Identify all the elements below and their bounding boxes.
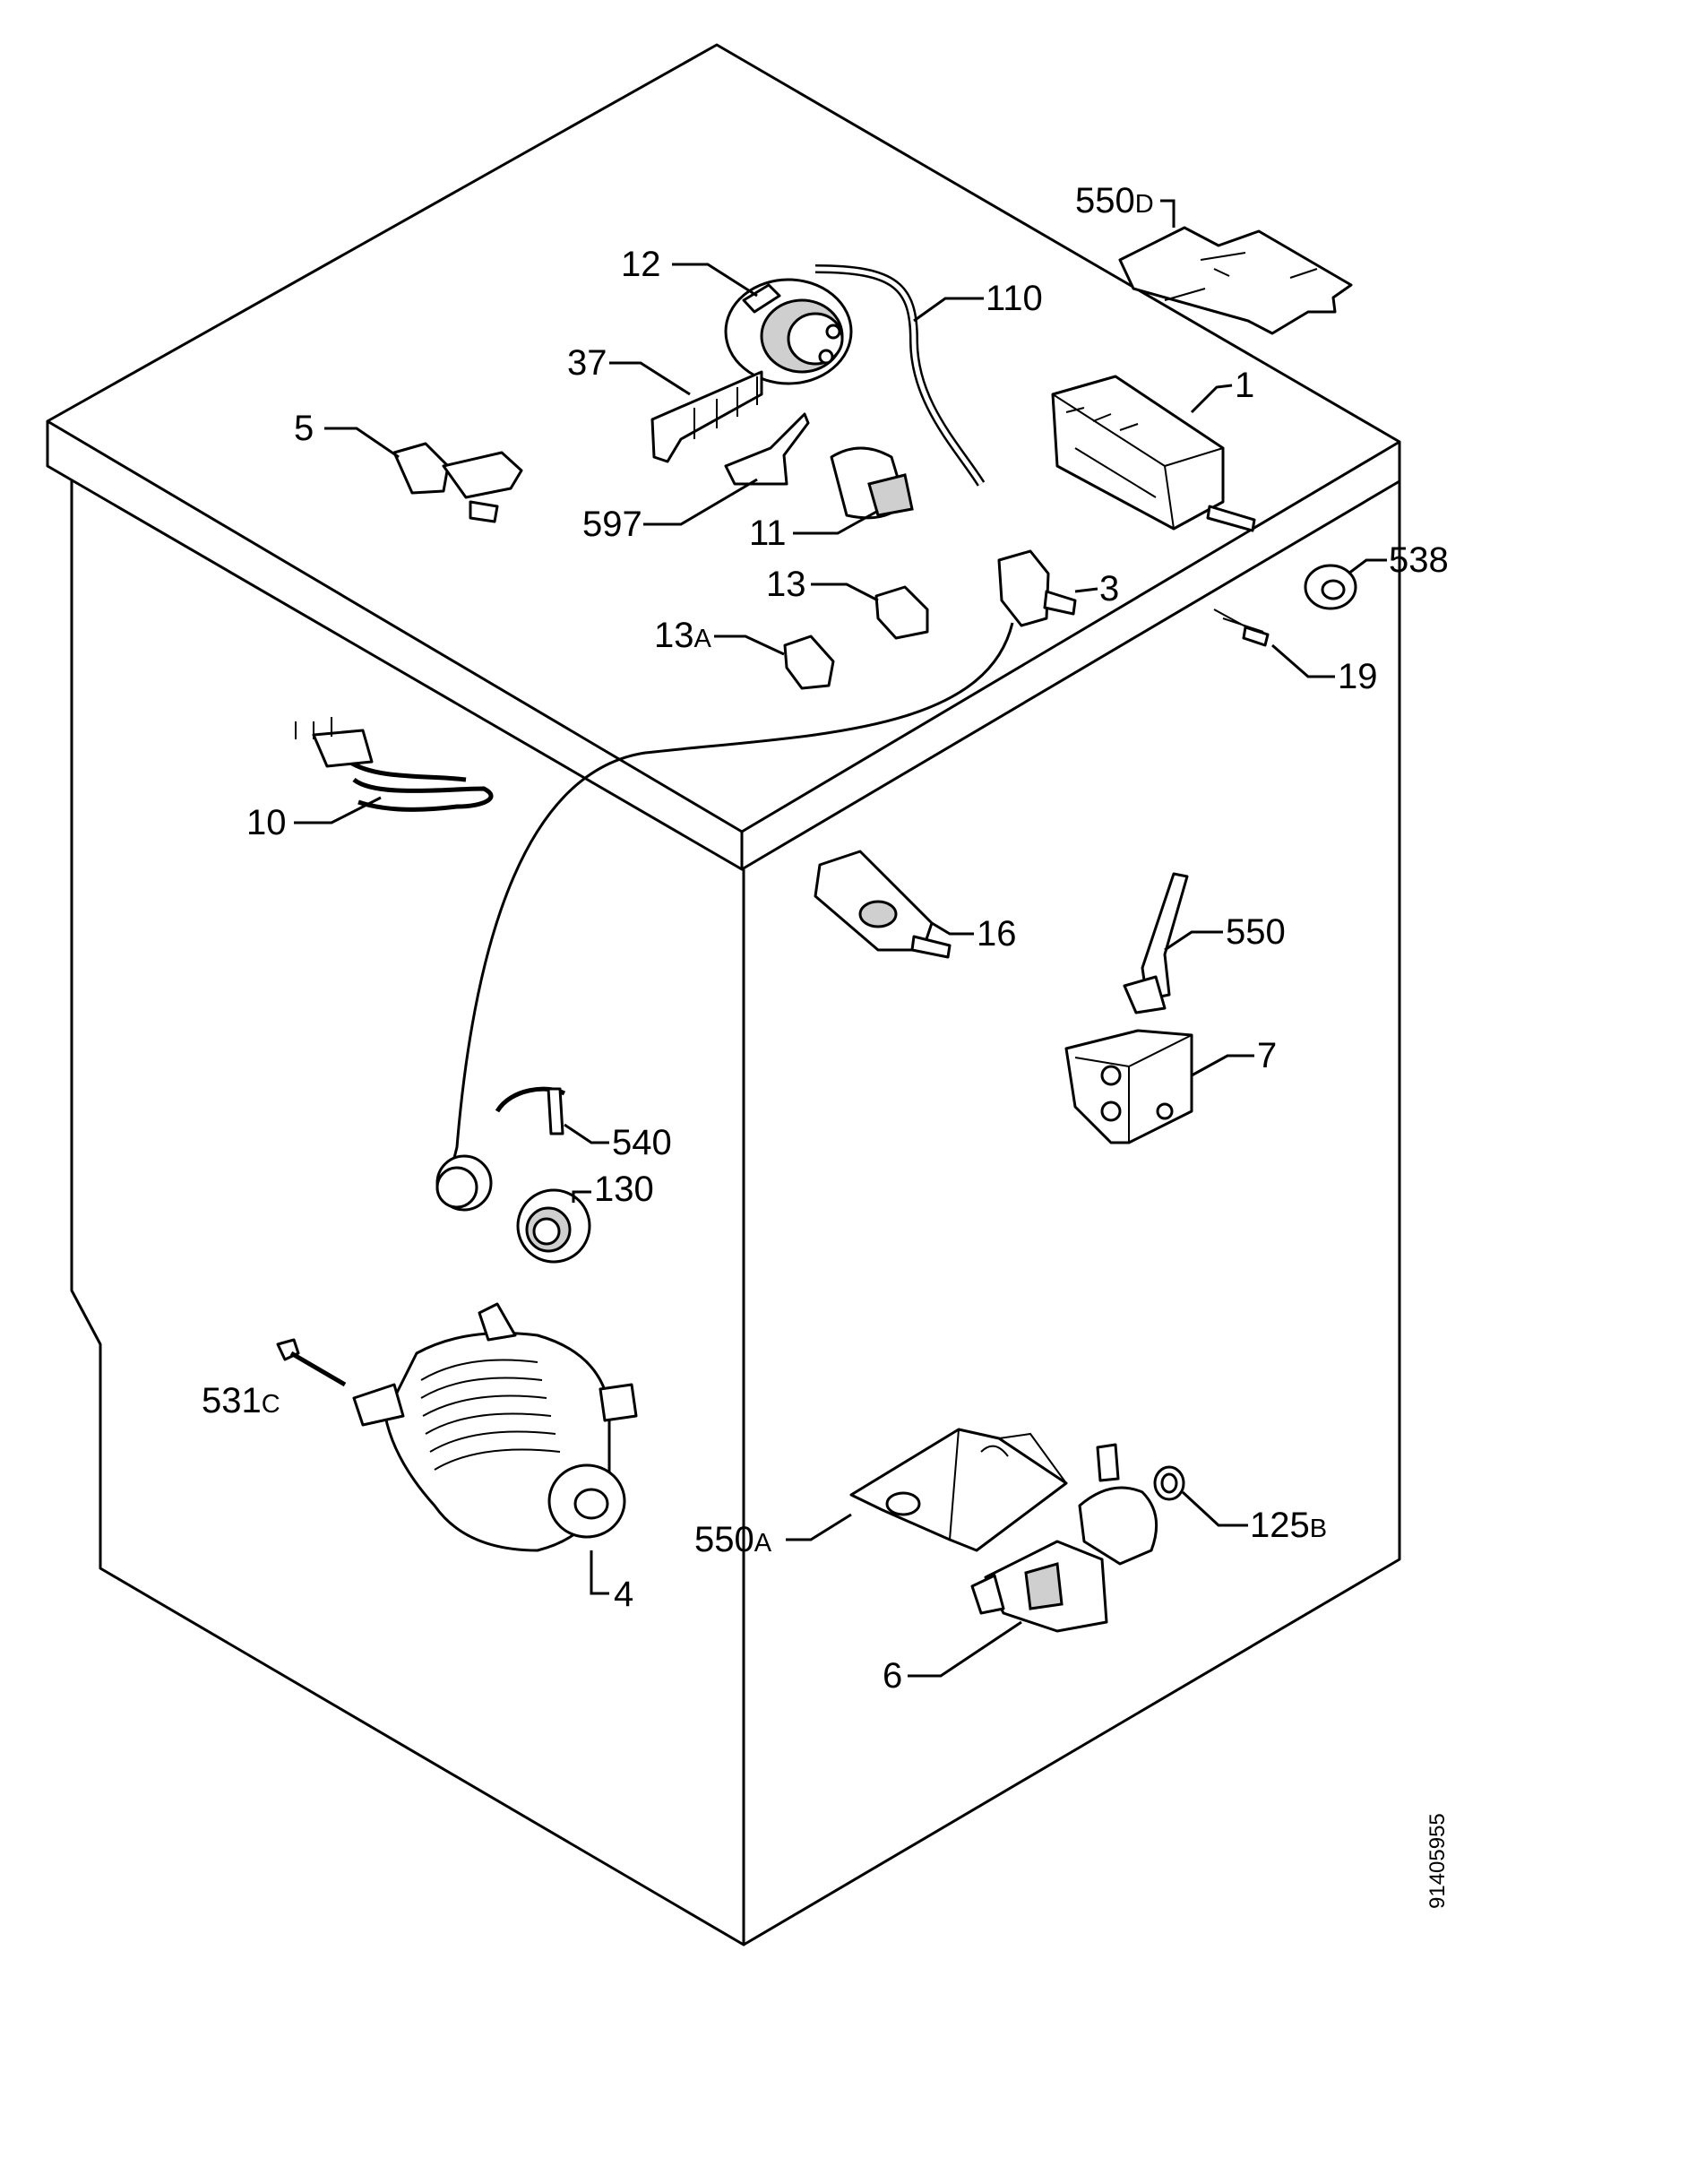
part-7-selector bbox=[1064, 1029, 1193, 1144]
door-switch-cap bbox=[435, 1154, 493, 1212]
label-37: 37 bbox=[567, 343, 607, 383]
part-10-heating-element bbox=[295, 717, 494, 812]
label-540: 540 bbox=[612, 1123, 672, 1162]
part-130-grommet bbox=[516, 1188, 591, 1264]
part-110-hose bbox=[814, 264, 986, 487]
part-550-lever bbox=[1123, 872, 1189, 1014]
part-11-capacitor bbox=[830, 446, 914, 520]
cabinet-outline bbox=[46, 43, 1401, 1947]
label-12: 12 bbox=[621, 245, 661, 284]
label-550: 550 bbox=[1226, 912, 1286, 952]
label-11: 11 bbox=[749, 514, 787, 553]
part-125b-seal-ring bbox=[1153, 1465, 1185, 1501]
part-1-timer bbox=[1051, 375, 1256, 532]
label-13: 13 bbox=[766, 565, 806, 604]
label-16: 16 bbox=[977, 914, 1017, 954]
part-19-sensor bbox=[1213, 609, 1270, 647]
leader-lines bbox=[294, 199, 1387, 1678]
part-13a-connector bbox=[783, 634, 835, 690]
label-5: 5 bbox=[294, 409, 314, 448]
part-13-connector bbox=[874, 585, 929, 640]
part-3-switch bbox=[997, 549, 1077, 627]
label-125b: 125B bbox=[1250, 1506, 1327, 1545]
part-597-bracket bbox=[724, 412, 810, 486]
switch-wire bbox=[451, 622, 1014, 1166]
label-7: 7 bbox=[1257, 1036, 1277, 1075]
part-538-fixing-ring bbox=[1304, 564, 1357, 610]
label-531c: 531C bbox=[202, 1381, 280, 1420]
part-16-door-lock bbox=[814, 850, 952, 959]
label-597: 597 bbox=[582, 505, 642, 544]
label-550d: 550D bbox=[1075, 181, 1154, 220]
part-531c-screw bbox=[276, 1338, 347, 1387]
label-110: 110 bbox=[986, 279, 1043, 318]
part-labels: 550D 12 110 37 1 5 597 11 13 3 538 13A 1… bbox=[202, 181, 1449, 1696]
part-540-clamp bbox=[495, 1086, 566, 1135]
part-550a-cover bbox=[849, 1428, 1068, 1552]
label-550a: 550A bbox=[694, 1520, 772, 1559]
part-4-motor bbox=[352, 1302, 638, 1552]
label-19: 19 bbox=[1338, 657, 1378, 696]
label-3: 3 bbox=[1099, 569, 1119, 609]
label-130: 130 bbox=[594, 1170, 654, 1209]
label-13a: 13A bbox=[654, 616, 712, 655]
part-12-pressure-switch bbox=[724, 278, 853, 385]
label-10: 10 bbox=[246, 803, 287, 842]
part-6-drain-pump bbox=[970, 1443, 1158, 1633]
label-1: 1 bbox=[1235, 366, 1254, 405]
drawing-reference-number: 91405955 bbox=[1425, 1813, 1450, 1909]
label-6: 6 bbox=[883, 1656, 902, 1696]
part-5-inlet-valve bbox=[392, 442, 523, 523]
label-4: 4 bbox=[614, 1575, 633, 1614]
part-550d-cover-plate bbox=[1118, 226, 1353, 335]
label-538: 538 bbox=[1389, 540, 1449, 580]
part-37-terminal-block bbox=[650, 370, 763, 463]
